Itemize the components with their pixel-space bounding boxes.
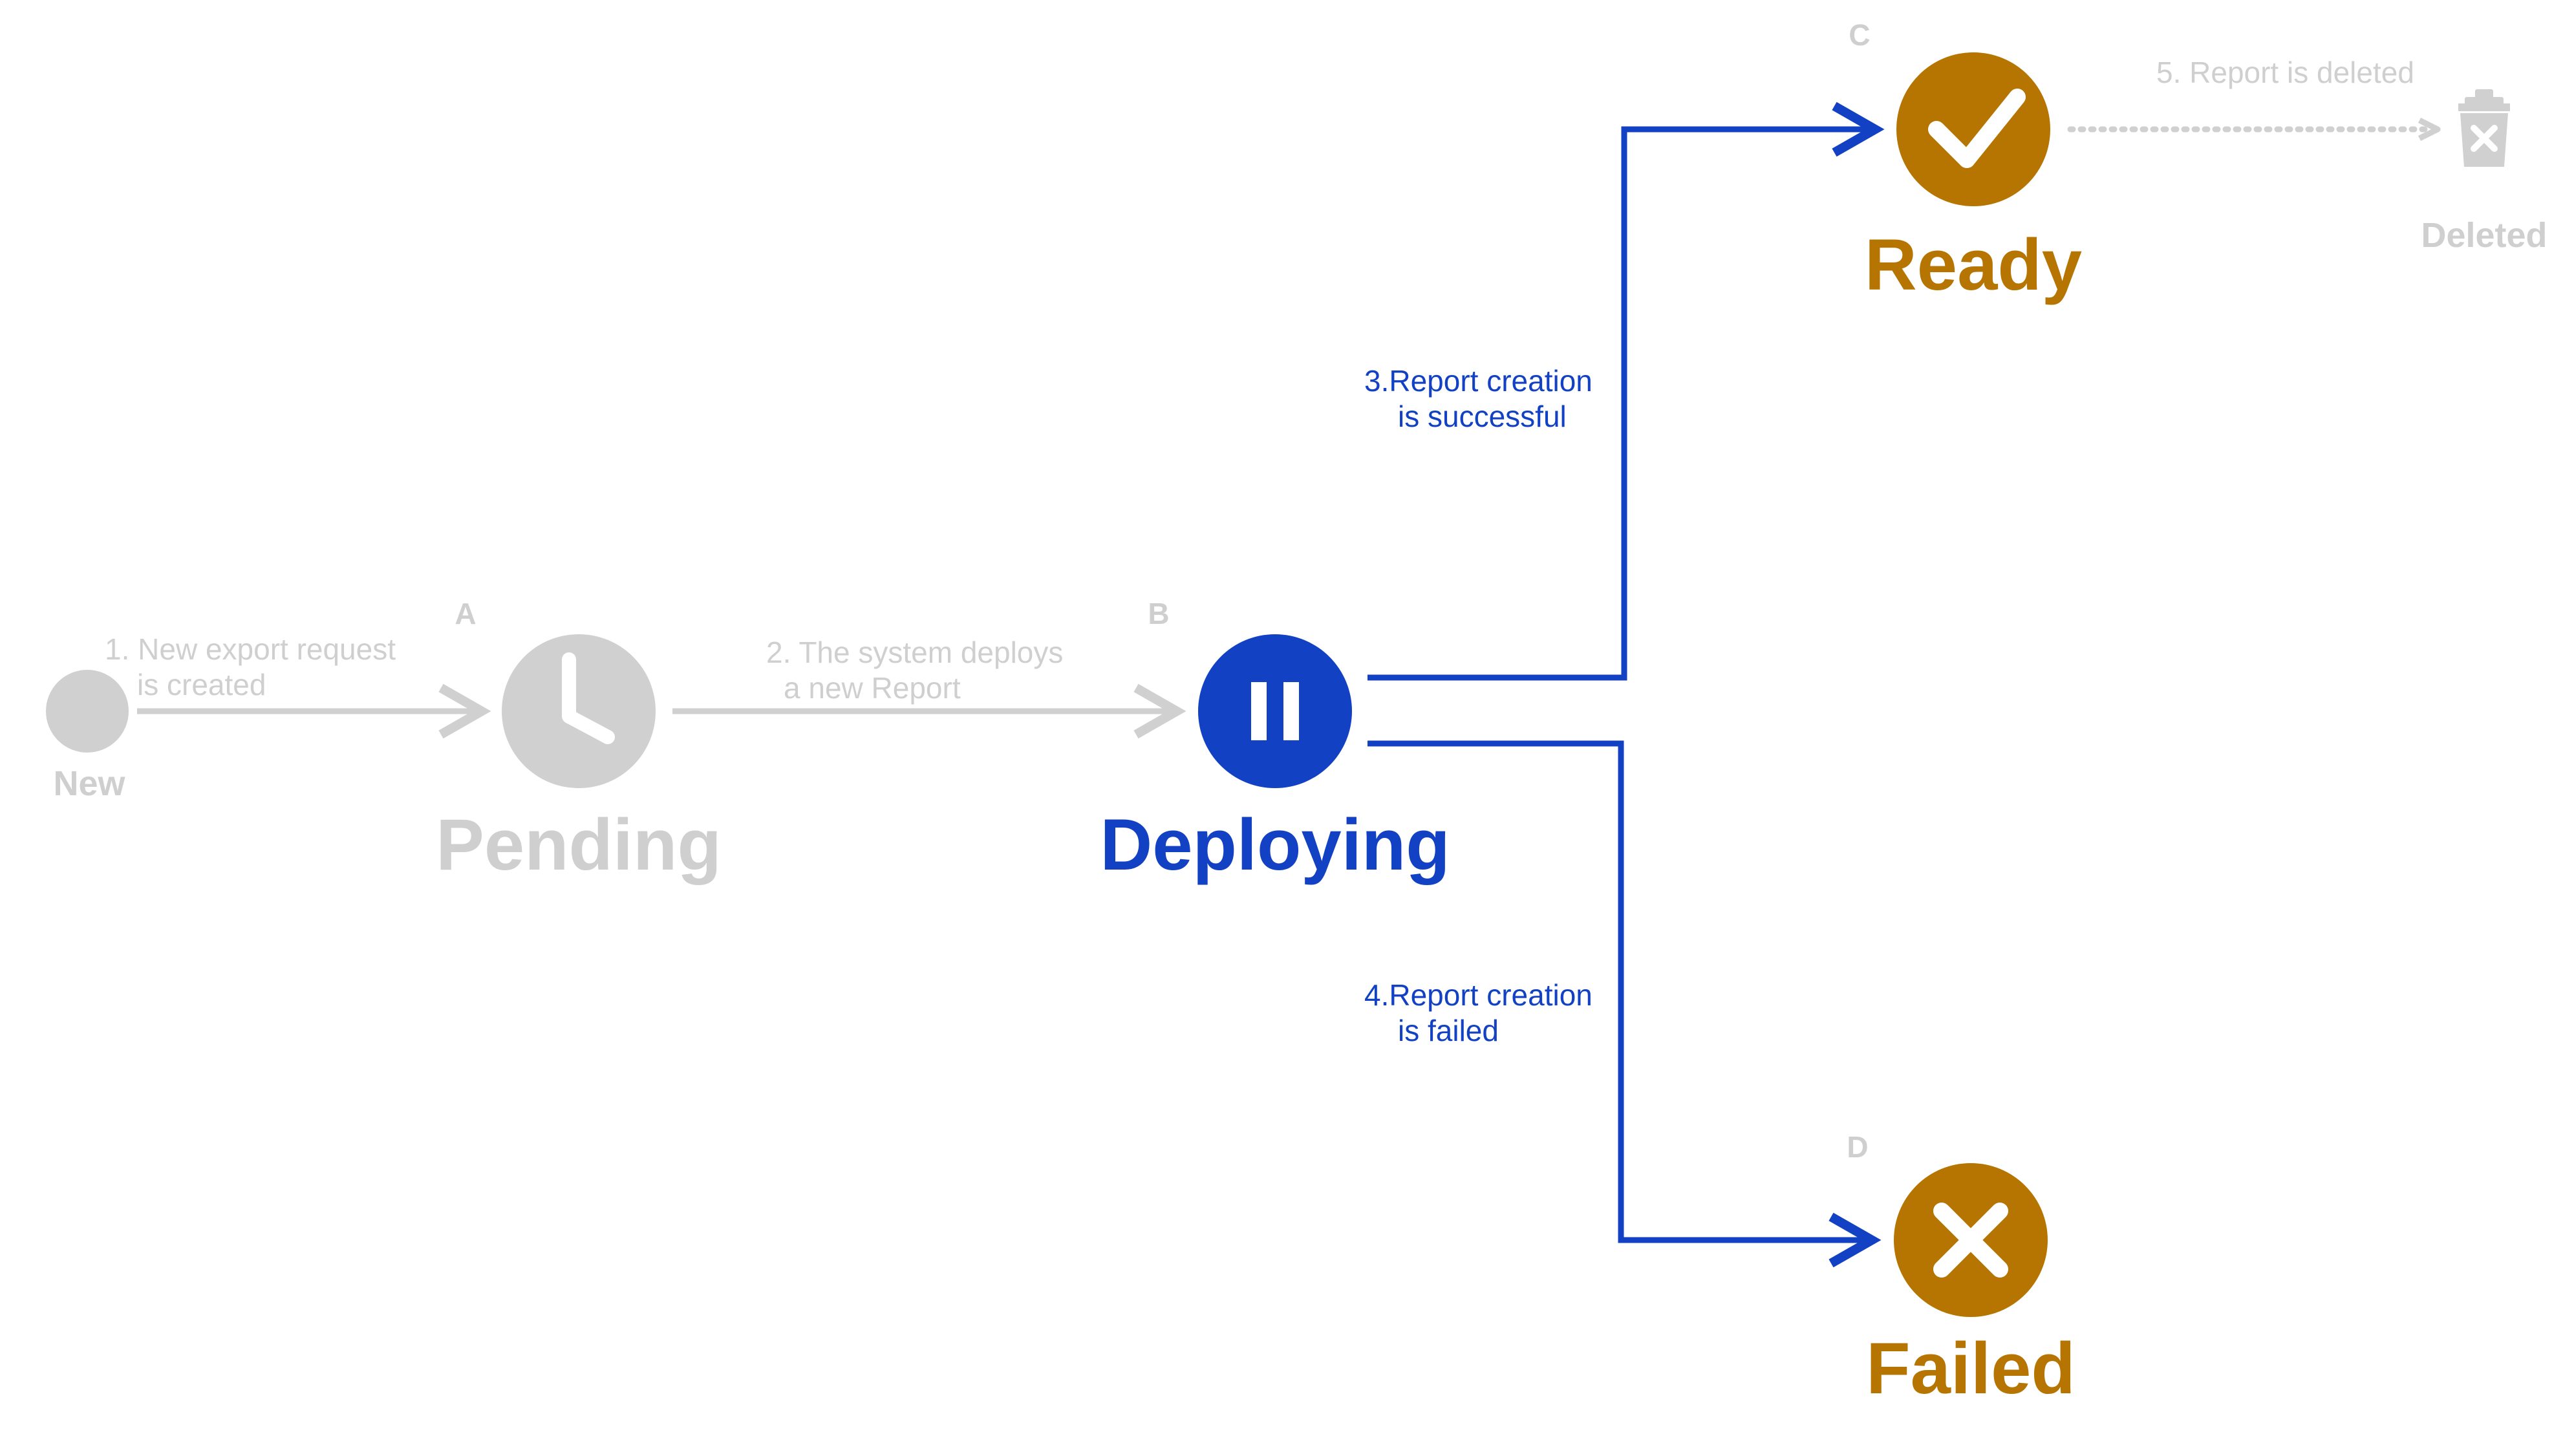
check-mark xyxy=(1928,89,2026,168)
transition-new-to-pending: 1. New export request is created xyxy=(105,632,491,739)
dot-icon xyxy=(46,670,129,753)
check-icon xyxy=(1896,52,2050,206)
transition-deploying-to-ready: 3.Report creation is successful xyxy=(1364,102,1885,681)
clock-hands xyxy=(562,652,615,744)
pause-bar-right xyxy=(1283,682,1299,740)
state-pending-letter: A xyxy=(455,597,476,630)
pause-icon xyxy=(1198,634,1352,788)
transition-1-label-line1: 1. New export request xyxy=(105,632,396,666)
state-ready: C Ready xyxy=(1849,18,2082,305)
state-deploying-title: Deploying xyxy=(1100,804,1450,885)
state-deleted: Deleted xyxy=(2421,89,2547,255)
state-ready-title: Ready xyxy=(1865,224,2082,305)
arrow-5-head xyxy=(2418,117,2441,142)
state-ready-letter: C xyxy=(1849,18,1870,52)
arrow-4 xyxy=(1367,740,1882,1268)
transition-5-label: 5. Report is deleted xyxy=(2156,56,2414,89)
x-mark-b xyxy=(1933,1203,2008,1278)
transition-4-label-line1: 4.Report creation xyxy=(1364,978,1593,1012)
clock-icon xyxy=(502,634,656,788)
state-deploying: B Deploying xyxy=(1100,597,1450,885)
state-pending: A Pending xyxy=(436,597,722,885)
transition-1-label-line2: is created xyxy=(137,668,266,701)
state-failed-letter: D xyxy=(1847,1130,1868,1164)
transition-3-label-line1: 3.Report creation xyxy=(1364,364,1593,398)
state-failed: D Failed xyxy=(1847,1130,2075,1409)
transition-deploying-to-failed: 4.Report creation is failed xyxy=(1364,740,1882,1268)
state-new: New xyxy=(46,670,129,803)
pause-bar-left xyxy=(1251,682,1267,740)
transition-2-label-line2: a new Report xyxy=(784,671,961,705)
transition-2-label-line1: 2. The system deploys xyxy=(766,636,1063,669)
state-deleted-label: Deleted xyxy=(2421,216,2547,255)
trash-icon xyxy=(2458,89,2510,167)
state-deploying-letter: B xyxy=(1148,597,1169,630)
transition-4-label-line2: is failed xyxy=(1398,1014,1499,1047)
transition-pending-to-deploying: 2. The system deploys a new Report xyxy=(672,636,1186,739)
transition-ready-to-deleted: 5. Report is deleted xyxy=(2067,56,2441,142)
arrow-3 xyxy=(1367,102,1885,681)
state-failed-title: Failed xyxy=(1866,1328,2075,1409)
transition-3-label-line2: is successful xyxy=(1398,400,1567,433)
state-new-label: New xyxy=(53,764,125,803)
state-pending-title: Pending xyxy=(436,804,722,885)
